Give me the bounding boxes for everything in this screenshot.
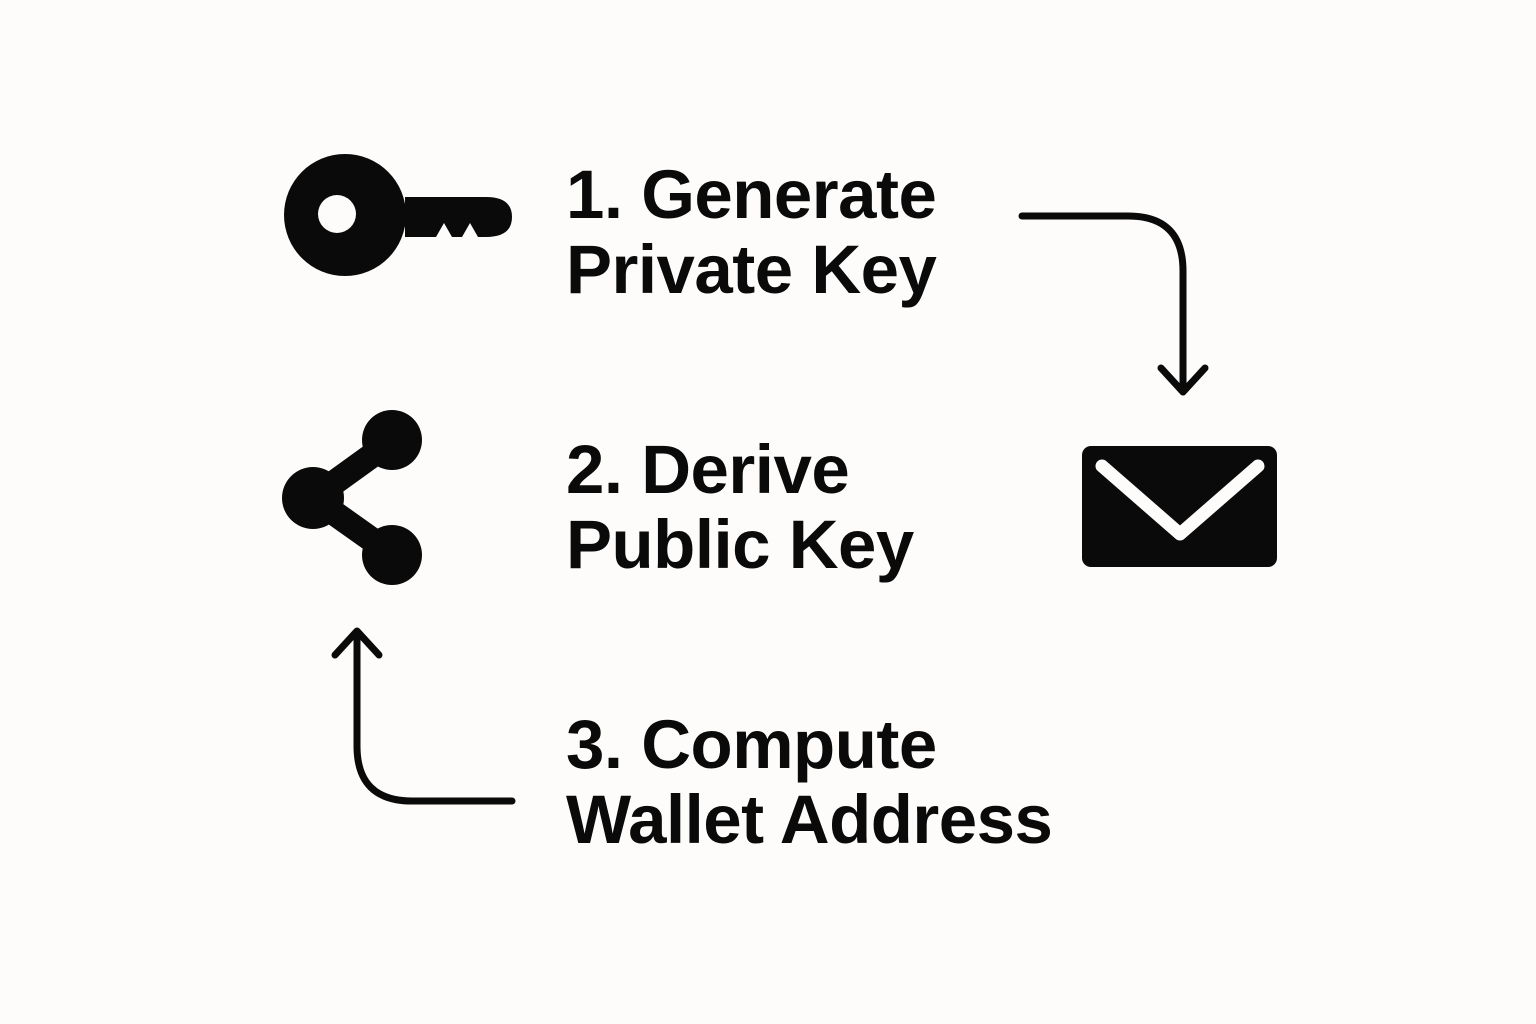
step-3-label: 3. Compute Wallet Address xyxy=(566,706,1053,858)
envelope-icon xyxy=(1082,446,1277,567)
key-icon xyxy=(284,154,512,276)
arrow-step3-to-step2 xyxy=(331,627,516,805)
arrow-step1-to-envelope xyxy=(1018,212,1209,396)
share-nodes-icon xyxy=(300,428,405,567)
step-2-label: 2. Derive Public Key xyxy=(566,431,914,583)
step-1-label: 1. Generate Private Key xyxy=(566,156,937,308)
share-nodes-icon-dots xyxy=(282,410,422,585)
